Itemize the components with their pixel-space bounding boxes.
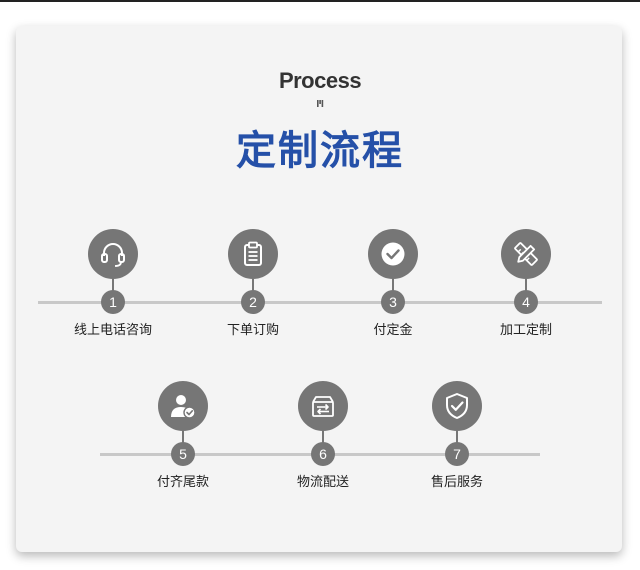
step-connector [182, 431, 184, 443]
step-icon-circle [158, 381, 208, 431]
step-connector [525, 279, 527, 291]
eyebrow-mark-icon [317, 100, 324, 107]
step-number: 3 [381, 290, 405, 314]
headset-icon [101, 243, 125, 267]
step-icon-circle [298, 381, 348, 431]
step-number: 6 [311, 442, 335, 466]
step-label: 加工定制 [499, 323, 552, 338]
step-connector [392, 279, 394, 291]
step-label: 下单订购 [226, 323, 279, 338]
step-icon-circle [432, 381, 482, 431]
step-connector [456, 431, 458, 443]
checkmark-icon [381, 242, 405, 266]
step-label: 线上电话咨询 [73, 323, 152, 338]
step-number: 4 [514, 290, 538, 314]
step-number: 7 [445, 442, 469, 466]
step-connector [322, 431, 324, 443]
page-title: 定制流程 [236, 128, 404, 174]
step-number: 2 [241, 290, 265, 314]
step-icon-circle [368, 229, 418, 279]
step-label: 物流配送 [296, 475, 349, 490]
top-divider [0, 0, 640, 2]
step-number: 5 [171, 442, 195, 466]
step-number: 1 [101, 290, 125, 314]
box-transfer-icon [312, 396, 334, 417]
user-check-icon [171, 395, 196, 419]
step-icon-circle [228, 229, 278, 279]
step-icon-circle [88, 229, 138, 279]
step-label: 付定金 [373, 323, 413, 338]
step-connector [112, 279, 114, 291]
step-connector [252, 279, 254, 291]
clipboard-icon [244, 241, 262, 266]
step-icon-circle [501, 229, 551, 279]
shield-check-icon [446, 393, 468, 419]
section-eyebrow: Process [278, 68, 362, 93]
process-track-row-1 [38, 301, 602, 304]
pencil-ruler-icon [514, 242, 538, 266]
step-label: 付齐尾款 [156, 475, 209, 490]
step-label: 售后服务 [430, 475, 483, 490]
